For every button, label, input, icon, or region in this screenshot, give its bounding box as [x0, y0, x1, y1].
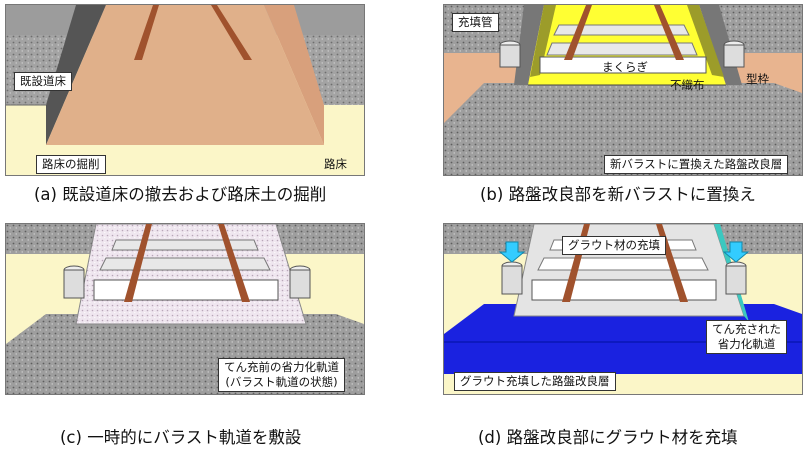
- label-sleeper: まくらぎ: [602, 60, 648, 74]
- panel-c: てん充前の省力化軌道 (バラスト軌道の状態): [5, 223, 365, 395]
- caption-a: (a) 既設道床の撤去および路床土の掘削: [34, 185, 327, 204]
- label-grout-layer: グラウト充填した路盤改良層: [454, 372, 616, 391]
- label-filled-track-line2: 省力化軌道: [717, 337, 776, 351]
- label-grout-fill: グラウト材の充填: [562, 236, 666, 255]
- panel-d: グラウト材の充填 てん充された 省力化軌道 グラウト充填した路盤改良層: [443, 223, 803, 395]
- label-subgrade: 路床: [324, 157, 347, 171]
- label-track-before-line2: (バラスト軌道の状態): [225, 375, 338, 389]
- label-nonwoven: 不織布: [670, 78, 705, 92]
- label-fill-pipe: 充填管: [452, 13, 499, 32]
- panel-b-illustration: [444, 5, 802, 175]
- caption-d: (d) 路盤改良部にグラウト材を充填: [478, 428, 738, 447]
- label-track-before-line1: てん充前の省力化軌道: [224, 360, 339, 374]
- label-filled-track: てん充された 省力化軌道: [706, 320, 787, 354]
- label-existing-bed: 既設道床: [14, 72, 72, 91]
- label-track-before: てん充前の省力化軌道 (バラスト軌道の状態): [218, 358, 345, 392]
- label-excavation: 路床の掘削: [36, 155, 106, 174]
- panel-a: 既設道床 路床の掘削 路床: [5, 4, 365, 176]
- panel-b: 充填管 まくらぎ 不織布 型枠 新バラストに置換えた路盤改良層: [443, 4, 803, 176]
- caption-c: (c) 一時的にバラスト軌道を敷設: [60, 428, 302, 447]
- caption-b: (b) 路盤改良部を新バラストに置換え: [480, 185, 756, 204]
- panel-d-illustration: [444, 224, 802, 394]
- label-filled-track-line1: てん充された: [712, 322, 781, 336]
- label-formwork: 型枠: [746, 72, 769, 86]
- label-new-ballast: 新バラストに置換えた路盤改良層: [604, 155, 789, 174]
- panel-a-illustration: [6, 5, 364, 175]
